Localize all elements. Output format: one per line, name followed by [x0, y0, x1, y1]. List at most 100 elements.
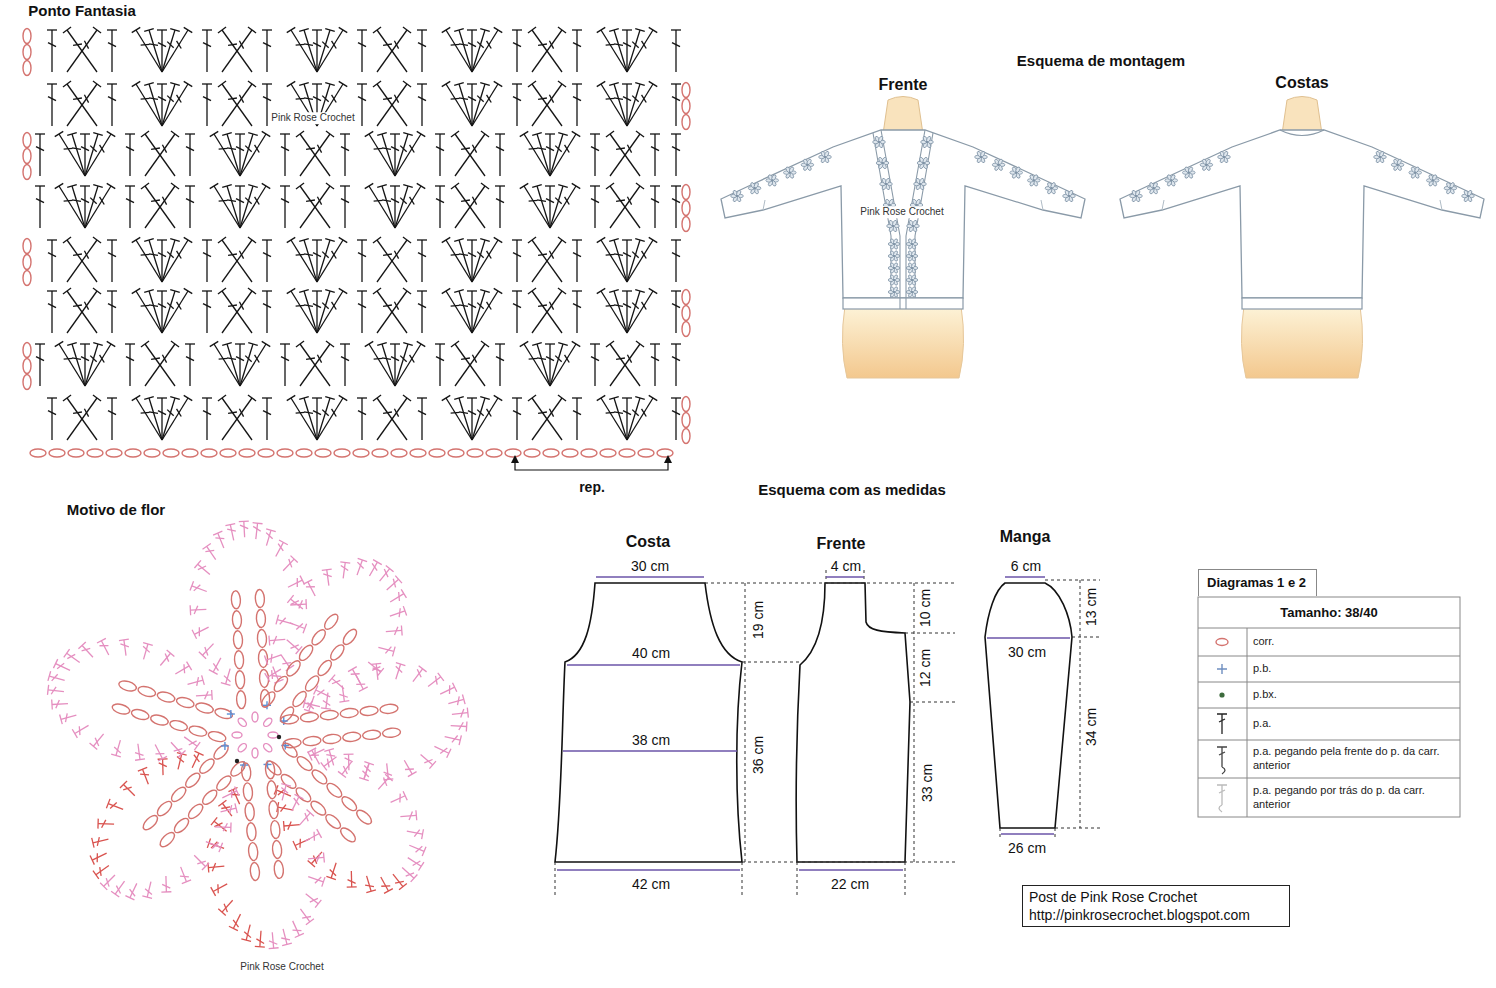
stitch-bar	[194, 560, 200, 568]
treble-symbol	[402, 867, 417, 881]
stitch-stem	[499, 344, 500, 386]
stitch-stem	[627, 398, 640, 440]
chain-symbol	[682, 201, 690, 216]
stitch-stem	[161, 84, 162, 126]
stitch-bar	[93, 288, 101, 294]
chain-symbol	[243, 782, 254, 801]
treble-symbol	[609, 83, 627, 126]
stitch-stem	[421, 398, 422, 440]
stitch-slash	[108, 411, 116, 415]
treble-symbol	[365, 876, 376, 893]
stitch-bar	[348, 667, 357, 672]
treble-symbol	[317, 290, 335, 333]
chain-symbol	[23, 133, 31, 148]
stitch-bar	[373, 395, 381, 401]
stitch-stem	[162, 291, 188, 333]
stitch-slash	[165, 653, 169, 661]
treble-symbol	[317, 29, 335, 72]
stitch-bar	[213, 531, 222, 535]
stitch-stem	[344, 186, 345, 228]
stitch-bar	[438, 673, 444, 681]
stitch-slash	[73, 254, 82, 255]
stitch-slash	[461, 148, 470, 149]
stitch-stem	[393, 874, 403, 886]
stitch-slash	[245, 356, 251, 362]
stitch-bar	[417, 397, 427, 398]
stitch-bar	[451, 341, 459, 347]
stitch-slash	[322, 42, 328, 48]
stitch-bar	[305, 599, 307, 609]
treble-symbol	[455, 131, 489, 176]
stitch-bar	[364, 762, 373, 765]
stitch-slash	[358, 411, 366, 415]
stitch-slash	[296, 254, 305, 256]
stitch-stem	[206, 30, 207, 72]
stitch-stem	[101, 641, 108, 655]
stitch-stem	[472, 84, 498, 126]
treble-symbol	[144, 29, 162, 72]
stitch-slash	[239, 95, 243, 103]
stitch-slash	[549, 41, 553, 49]
stitch-bar	[609, 397, 619, 400]
stitch-bar	[339, 27, 348, 32]
stitch-slash	[48, 304, 56, 308]
stitch-slash	[591, 147, 599, 151]
treble-symbol	[321, 757, 337, 771]
stitch-stem	[51, 30, 52, 72]
stitch-stem	[472, 240, 498, 282]
stitch-slash	[84, 302, 88, 310]
chain-symbol	[233, 631, 243, 649]
stitch-slash	[400, 198, 406, 204]
stitch-slash	[239, 409, 243, 417]
treble-symbol	[308, 877, 325, 887]
stitch-slash	[394, 302, 398, 310]
treble-symbol	[454, 29, 472, 72]
stitch-bar	[357, 83, 367, 84]
stitch-slash	[198, 566, 206, 570]
stitch-stem	[206, 842, 221, 848]
treble-symbol	[67, 81, 101, 126]
treble-symbol	[67, 395, 101, 440]
stitch-stem	[243, 521, 245, 537]
stitch-slash	[255, 355, 260, 363]
stitch-slash	[395, 627, 398, 635]
stitch-bar	[329, 675, 336, 683]
waistband	[843, 298, 963, 309]
stitch-slash	[95, 738, 99, 746]
treble-symbol	[63, 81, 97, 126]
stitch-stem	[675, 84, 676, 126]
chain-symbol	[380, 703, 399, 714]
front-band	[873, 130, 933, 309]
stitch-bar	[161, 891, 171, 893]
cardigan-body	[721, 130, 1085, 298]
chain-symbol	[300, 712, 319, 723]
stitch-bar	[280, 185, 290, 186]
treble-symbol	[296, 341, 330, 386]
treble-symbol	[192, 751, 203, 768]
stitch-bar	[340, 343, 350, 344]
stitch-bar	[558, 133, 568, 136]
stitch-stem	[627, 84, 653, 126]
stitch-stem	[85, 344, 111, 386]
chain-symbol	[340, 794, 359, 813]
stitch-slash	[130, 889, 135, 896]
treble-symbol	[194, 855, 209, 870]
stitch-stem	[377, 84, 407, 126]
treble-symbol	[240, 185, 258, 228]
stitch-stem	[344, 134, 345, 176]
treble-symbol	[141, 183, 175, 228]
treble-symbol	[609, 397, 627, 440]
stitch-stem	[367, 876, 372, 891]
stitch-bar	[55, 131, 64, 136]
stitch-bar	[454, 397, 464, 400]
chain-symbol	[130, 708, 150, 722]
chain-symbol	[239, 449, 255, 457]
stitch-stem	[402, 867, 414, 878]
stitch-bar	[373, 288, 381, 294]
treble-symbol	[308, 852, 322, 867]
stitch-slash	[394, 41, 398, 49]
stitch-slash	[616, 358, 625, 359]
treble-symbol	[240, 131, 270, 176]
stitch-bar	[494, 288, 503, 293]
chain-symbol	[150, 713, 170, 727]
